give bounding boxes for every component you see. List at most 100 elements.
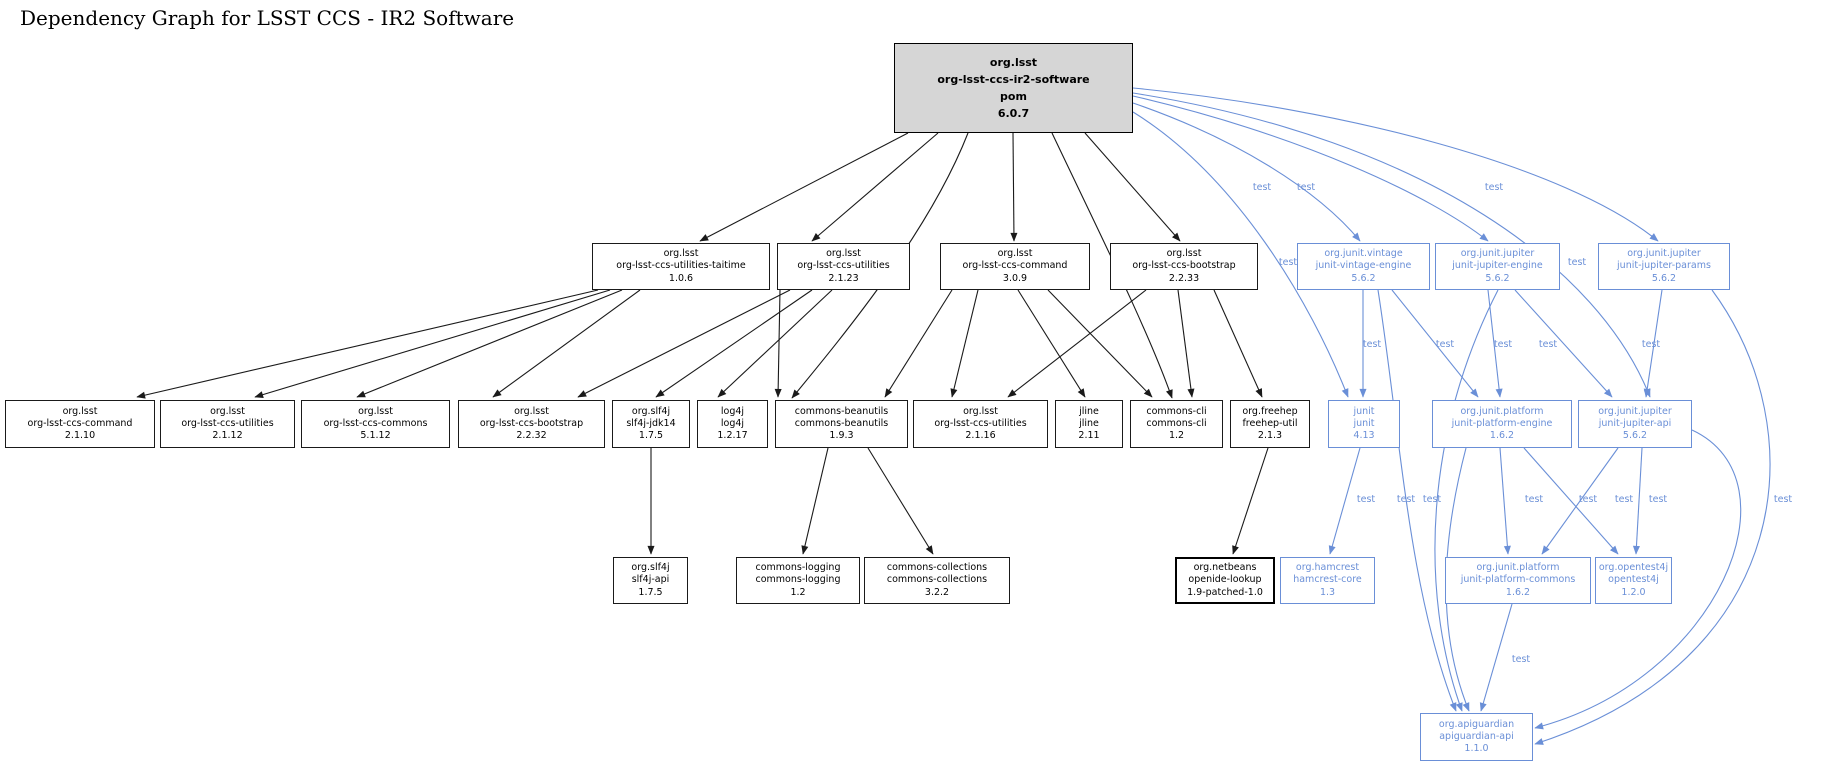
node-text: org.junit.jupiter (1460, 248, 1535, 260)
node-text: org.lsst (210, 405, 245, 417)
node-text: 2.2.33 (1168, 272, 1200, 284)
edge-label-test: test (1297, 182, 1316, 193)
node-text: org.hamcrest (1295, 562, 1360, 574)
node-text: 1.7.5 (638, 586, 663, 598)
node-text: hamcrest-core (1293, 574, 1362, 586)
node-text: org-lsst-ccs-commons (323, 417, 428, 429)
edge-root-command309 (1010, 132, 1018, 242)
node-text: 2.1.12 (212, 430, 243, 442)
node-text: 3.0.9 (1002, 272, 1028, 284)
edge-taitime-bootstrap2232 (492, 289, 641, 398)
edge-bootstrap2233-freehep (1213, 289, 1263, 398)
node-text: 1.6.2 (1489, 430, 1515, 442)
edge-freehep-netbeans (1232, 447, 1269, 555)
node-text: org.netbeans (1193, 562, 1257, 574)
node-text: 2.1.3 (1257, 430, 1283, 442)
edge-command309-beanutils (884, 289, 953, 398)
node-text: junit-vintage-engine (1315, 260, 1412, 272)
node-text: 4.13 (1353, 430, 1375, 442)
node-text: junit (1353, 405, 1375, 417)
edge-label-test: test (1649, 494, 1668, 505)
edge-label-test: test (1423, 494, 1442, 505)
node-text: log4j (720, 417, 745, 429)
edge-vintage-platformEngine (1391, 289, 1479, 398)
edge-root-bootstrap2233 (1084, 132, 1181, 242)
node-text: commons-beanutils (794, 405, 889, 417)
node-text: org.lsst (62, 405, 98, 417)
edge-beanutils-commonsCollections (867, 447, 934, 555)
edge-label-test: test (1568, 257, 1587, 268)
node-text: 1.7.5 (638, 430, 664, 442)
edge-utilities223-beanutils (774, 289, 782, 398)
node-text: junit-jupiter-api (1598, 417, 1672, 429)
node-text: 1.1.0 (1464, 743, 1489, 755)
edge-platformEngine-platformCommons (1499, 447, 1511, 555)
node-text: log4j (720, 405, 745, 417)
node-text: jline (1079, 417, 1099, 429)
edge-label-test: test (1397, 494, 1416, 505)
node-text: junit-jupiter-params (1617, 260, 1711, 272)
node-text: org.junit.vintage (1324, 248, 1403, 260)
node-text: org-lsst-ccs-ir2-software (937, 72, 1090, 86)
edge-jupiterEngine-jupiterApi (1514, 289, 1613, 398)
edge-vintage-apiguardian (1377, 289, 1457, 712)
node-text: org.junit.platform (1460, 405, 1544, 417)
node-text: org-lsst-ccs-utilities (181, 417, 274, 429)
node-text: junit-jupiter-engine (1452, 260, 1543, 272)
edge-command309-utilities2116 (950, 289, 979, 398)
edge-label-test: test (1642, 339, 1661, 350)
edge-jupiterEngine-platformEngine (1487, 289, 1503, 398)
edge-jupiterParams-apiguardian (1534, 289, 1771, 745)
edge-beanutils-commonsLogging (801, 447, 829, 555)
node-text: commons-collections (886, 562, 988, 574)
node-text: org-lsst-ccs-utilities (797, 260, 890, 272)
node-text: openide-lookup (1188, 574, 1262, 586)
node-text: org.lsst (989, 55, 1038, 69)
node-text: org-lsst-ccs-utilities (934, 417, 1027, 429)
edge-junit413-hamcrest (1328, 447, 1361, 555)
node-text: org.freehep (1242, 405, 1298, 417)
node-text: 5.6.2 (1485, 272, 1510, 284)
node-text: org-lsst-ccs-command (962, 260, 1068, 272)
node-text: 1.9.3 (829, 430, 854, 442)
node-text: org.junit.platform (1476, 562, 1560, 574)
edge-bootstrap2233-commonsCli (1177, 289, 1195, 398)
edge-utilities223-log4j (717, 289, 833, 398)
edge-taitime-utilities2112 (254, 289, 611, 399)
edge-label-test: test (1357, 494, 1376, 505)
node-text: apiguardian-api (1439, 730, 1514, 742)
edge-root-vintage (1132, 102, 1361, 242)
node-text: 3.2.2 (924, 586, 950, 598)
node-text: 1.0.6 (668, 272, 694, 284)
node-text: 2.1.10 (64, 430, 96, 442)
node-text: commons-logging (755, 574, 841, 586)
node-text: commons-beanutils (794, 417, 889, 429)
node-text: 6.0.7 (997, 107, 1030, 121)
node-text: org.junit.jupiter (1598, 405, 1672, 417)
node-text: 1.2 (1168, 430, 1185, 442)
node-text: 5.6.2 (1651, 272, 1677, 284)
edge-jupiterEngine-apiguardian (1434, 289, 1499, 712)
node-text: 5.6.2 (1351, 272, 1376, 284)
edge-label-test: test (1539, 339, 1558, 350)
node-text: opentest4j (1608, 574, 1659, 586)
